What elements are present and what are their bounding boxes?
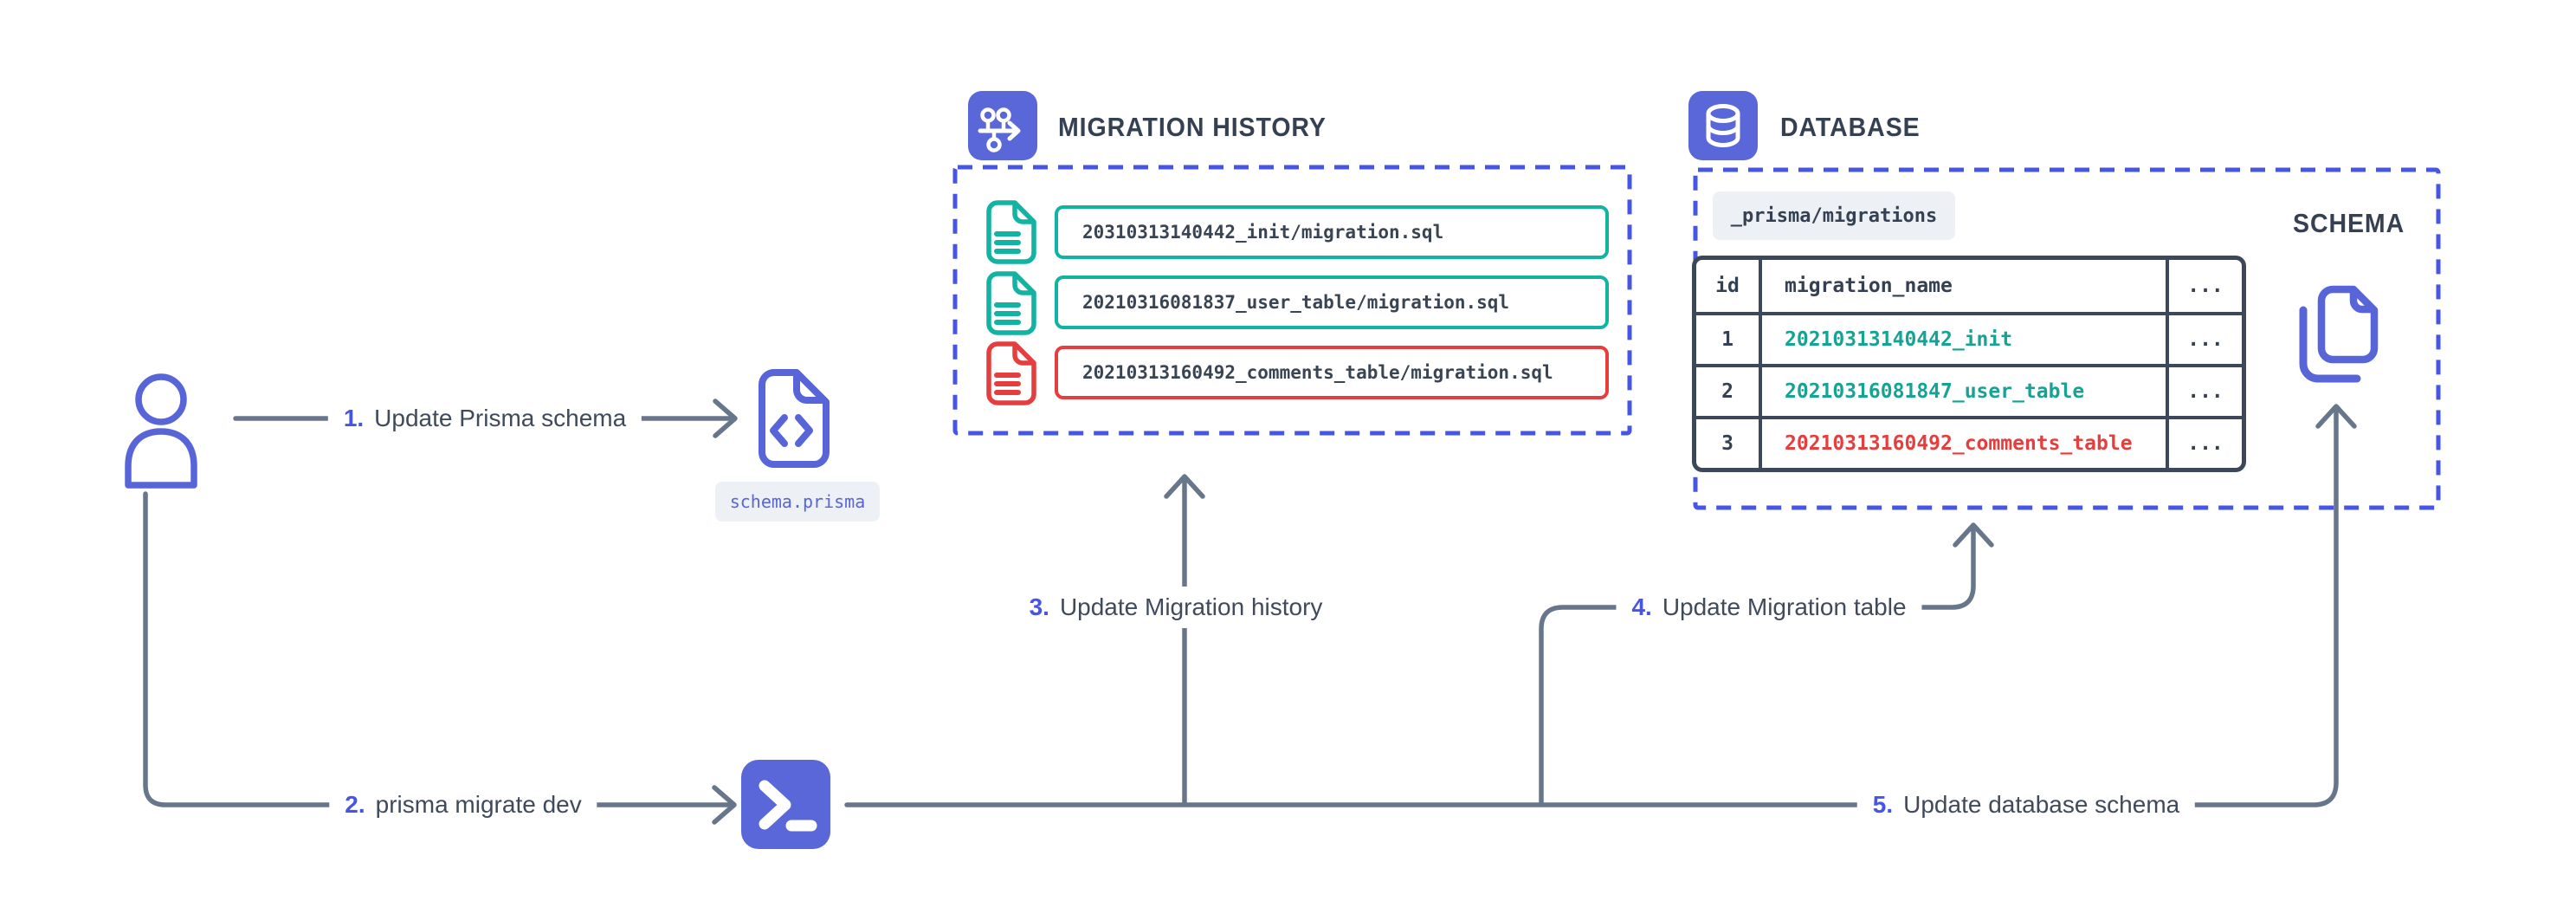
arrowhead-step-2: [712, 785, 737, 825]
arrowhead-step-4: [1953, 522, 1994, 548]
migration-history-title: MIGRATION HISTORY: [1058, 112, 1327, 142]
step-5-text: Update database schema: [1903, 791, 2180, 818]
step-1-number: 1.: [343, 405, 365, 431]
step-3-label: 3. Update Migration history: [1013, 587, 1339, 628]
migration-file-row: 20210316081837_user_table/migration.sql: [1055, 275, 1609, 329]
migration-file-row: 20210313160492_comments_table/migration.…: [1055, 346, 1609, 399]
table-row-id: 1: [1696, 312, 1762, 364]
schema-title: SCHEMA: [2293, 208, 2405, 238]
terminal-badge: [741, 760, 830, 849]
table-row-more: ...: [2169, 416, 2242, 468]
sql-file-icon-applied: [986, 200, 1036, 264]
schema-file-icon: [759, 369, 830, 468]
table-row-more: ...: [2169, 312, 2242, 364]
table-row-id: 3: [1696, 416, 1762, 468]
schema-files-icon: [2299, 285, 2379, 383]
database-icon: [1706, 104, 1740, 147]
arrowhead-step-1: [713, 399, 738, 438]
arrowhead-step-5: [2315, 404, 2357, 429]
sql-file-icon-applied: [986, 271, 1036, 335]
git-flow-icon: [978, 107, 1021, 152]
sql-file-icon-failed: [986, 341, 1036, 405]
prisma-migrations-label: _prisma/migrations: [1713, 191, 1955, 240]
table-header-id: id: [1696, 260, 1762, 312]
database-title: DATABASE: [1780, 112, 1921, 142]
step-5-number: 5.: [1872, 791, 1894, 818]
arrow-step-5: [844, 405, 2339, 807]
table-row-more: ...: [2169, 364, 2242, 416]
table-row-name: 20210313160492_comments_table: [1762, 416, 2169, 468]
table-row-id: 2: [1696, 364, 1762, 416]
table-header-more: ...: [2187, 275, 2224, 297]
database-badge: [1688, 91, 1758, 160]
arrow-step-4: [1539, 523, 1976, 806]
migration-file-name: 20210316081837_user_table/migration.sql: [1082, 292, 1510, 313]
user-icon: [125, 373, 197, 489]
schema-prisma-text: schema.prisma: [729, 491, 866, 512]
step-2-number: 2.: [345, 791, 365, 818]
migration-file-name: 20210313160492_comments_table/migration.…: [1082, 362, 1553, 383]
step-1-label: 1. Update Prisma schema: [327, 398, 642, 439]
step-4-number: 4.: [1631, 593, 1652, 620]
migration-history-dashed-box: [952, 165, 1632, 436]
migration-file-row: 20310313140442_init/migration.sql: [1055, 205, 1609, 259]
arrowhead-step-3: [1164, 474, 1205, 499]
prisma-migrations-text: _prisma/migrations: [1730, 204, 1938, 227]
table-header-name: migration_name: [1762, 260, 2169, 312]
step-4-label: 4. Update Migration table: [1616, 587, 1922, 628]
table-row-name: 20210313140442_init: [1762, 312, 2169, 364]
step-3-text: Update Migration history: [1059, 593, 1323, 620]
step-2-label: 2. prisma migrate dev: [329, 784, 597, 826]
terminal-icon: [759, 780, 817, 832]
migration-file-name: 20310313140442_init/migration.sql: [1082, 222, 1444, 243]
step-4-text: Update Migration table: [1662, 593, 1907, 620]
arrow-step-2: [143, 491, 734, 807]
step-1-text: Update Prisma schema: [374, 405, 627, 431]
step-5-label: 5. Update database schema: [1856, 784, 2196, 826]
migration-history-badge: [968, 91, 1037, 160]
table-row-name: 20210316081847_user_table: [1762, 364, 2169, 416]
schema-prisma-label: schema.prisma: [715, 482, 880, 522]
migrations-table: id migration_name ... 1 20210313140442_i…: [1692, 256, 2246, 472]
step-3-number: 3.: [1029, 593, 1049, 620]
step-2-text: prisma migrate dev: [375, 791, 582, 818]
